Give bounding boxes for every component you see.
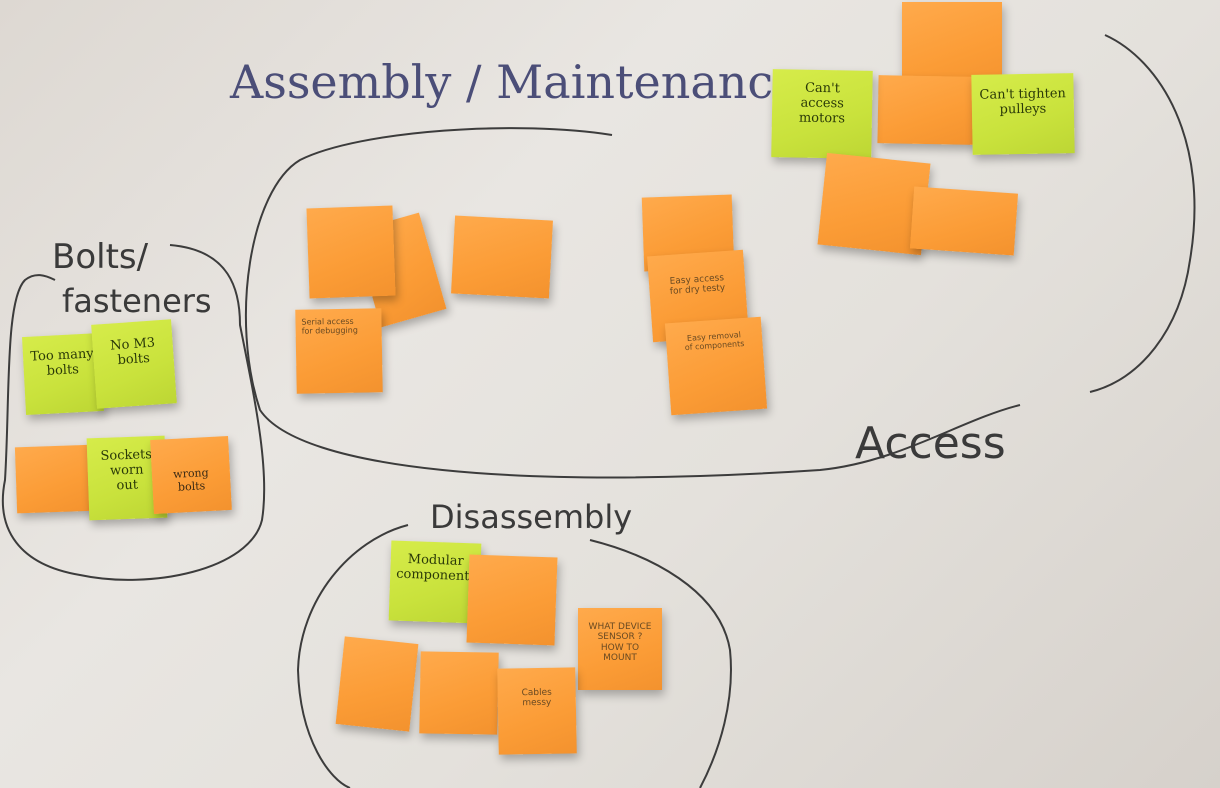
sticky-note-blank [909,186,1019,256]
sticky-note-easy-removal: Easy removal of components [664,316,768,416]
note-text: MOUNT [603,653,637,664]
access-outline [1089,34,1196,393]
sticky-note-blank [14,444,98,514]
sticky-note-serial-access: Serial access for debugging [295,308,383,394]
assembly-outline [244,127,1021,479]
disassembly-heading: Disassembly [430,498,632,536]
access-heading: Access [855,418,1006,469]
sticky-note-no-m3-bolts: No M3 bolts [91,319,177,409]
assembly-heading: Assembly / Maintenance [229,55,800,109]
bolts-outline [1,244,266,581]
note-text: out [116,477,139,494]
sticky-note-cant-access-motors: Can't access motors [771,69,873,159]
note-text: pulleys [999,101,1047,118]
bolts-heading-line1: Bolts/ [52,237,149,277]
sticky-note-blank [877,75,977,145]
sticky-note-blank [466,554,558,646]
note-text: WHAT DEVICE [588,622,652,632]
sticky-note-wrong-bolts: wrong bolts [150,436,232,514]
disassembly-outline [296,524,732,788]
note-text: motors [798,110,846,127]
note-text: for debugging [301,325,358,336]
sticky-note-blank [419,651,499,735]
sticky-note-cant-tighten-pulleys: Can't tighten pulleys [971,73,1075,155]
note-text: messy [522,698,552,709]
note-text: components [395,566,477,585]
sticky-note-what-device: WHAT DEVICE SENSOR ? HOW TO MOUNT [578,608,662,690]
sticky-note-blank [306,205,396,299]
note-text: bolts [177,478,206,494]
note-text: SENSOR ? [597,632,643,643]
sticky-note-blank [335,636,419,732]
sticky-note-blank [451,215,553,299]
note-text: HOW TO [600,642,640,653]
bolts-heading-line2: fasteners [62,282,212,320]
sticky-note-cables-messy: Cables messy [497,667,577,755]
